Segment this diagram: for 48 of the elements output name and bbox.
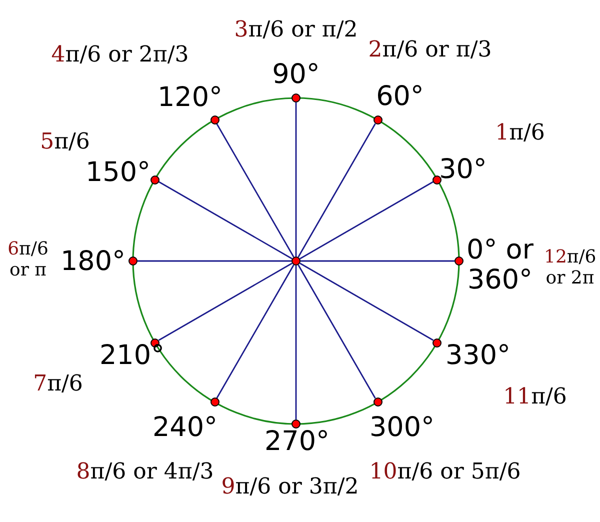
radian-label: 2π/6 or π/3 xyxy=(368,37,492,63)
radius-line xyxy=(298,123,376,258)
radian-label: 4π/6 or 2π/3 xyxy=(51,42,189,68)
radian-label: 11π/6 xyxy=(503,384,567,410)
degree-label: 120° xyxy=(157,83,223,113)
point-marker xyxy=(454,256,464,266)
point-marker xyxy=(210,115,219,124)
radian-label: 7π/6 xyxy=(33,371,83,397)
radian-label: 5π/6 xyxy=(40,129,90,155)
point-marker xyxy=(373,398,382,407)
radius-line xyxy=(216,123,294,258)
radius-line xyxy=(138,260,292,262)
point-marker xyxy=(210,398,219,407)
radian-label: 9π/6 or 3π/2 xyxy=(221,474,359,500)
degree-label: 240° xyxy=(152,413,218,443)
degree-label: 300° xyxy=(369,413,435,443)
point-marker xyxy=(292,420,300,428)
radius-line xyxy=(158,262,292,341)
degree-label: 150° xyxy=(85,158,151,188)
center-point xyxy=(292,256,300,266)
radian-label: 1π/6 xyxy=(495,120,545,146)
point-marker xyxy=(292,94,300,102)
radian-label: 6π/6 or π xyxy=(6,239,50,281)
point-marker xyxy=(128,256,138,266)
radius-line xyxy=(158,181,292,260)
degree-label: 330° xyxy=(445,341,511,371)
degree-label: 180° xyxy=(60,247,126,277)
degree-label: 210° xyxy=(99,341,165,371)
point-marker xyxy=(432,338,442,347)
radian-label: 12π/6 or 2π xyxy=(544,247,596,289)
degree-label: 270° xyxy=(264,427,330,457)
radius-line xyxy=(300,260,454,262)
point-marker xyxy=(373,115,382,124)
point-marker xyxy=(432,175,442,184)
radian-label: 8π/6 or 4π/3 xyxy=(76,459,214,485)
degree-label: 90° xyxy=(272,60,320,90)
radius-line xyxy=(300,262,434,341)
point-marker xyxy=(150,175,160,184)
radius-line xyxy=(300,181,434,260)
degree-label: 60° xyxy=(376,82,424,112)
radius-line xyxy=(216,264,294,399)
degree-label: 30° xyxy=(439,155,487,185)
radian-label: 3π/6 or π/2 xyxy=(234,17,358,43)
radius-line xyxy=(295,102,297,256)
radius-line xyxy=(298,264,376,399)
radian-label: 10π/6 or 5π/6 xyxy=(369,459,521,485)
radius-line xyxy=(295,266,297,420)
degree-label: 0° or 360° xyxy=(466,235,534,295)
